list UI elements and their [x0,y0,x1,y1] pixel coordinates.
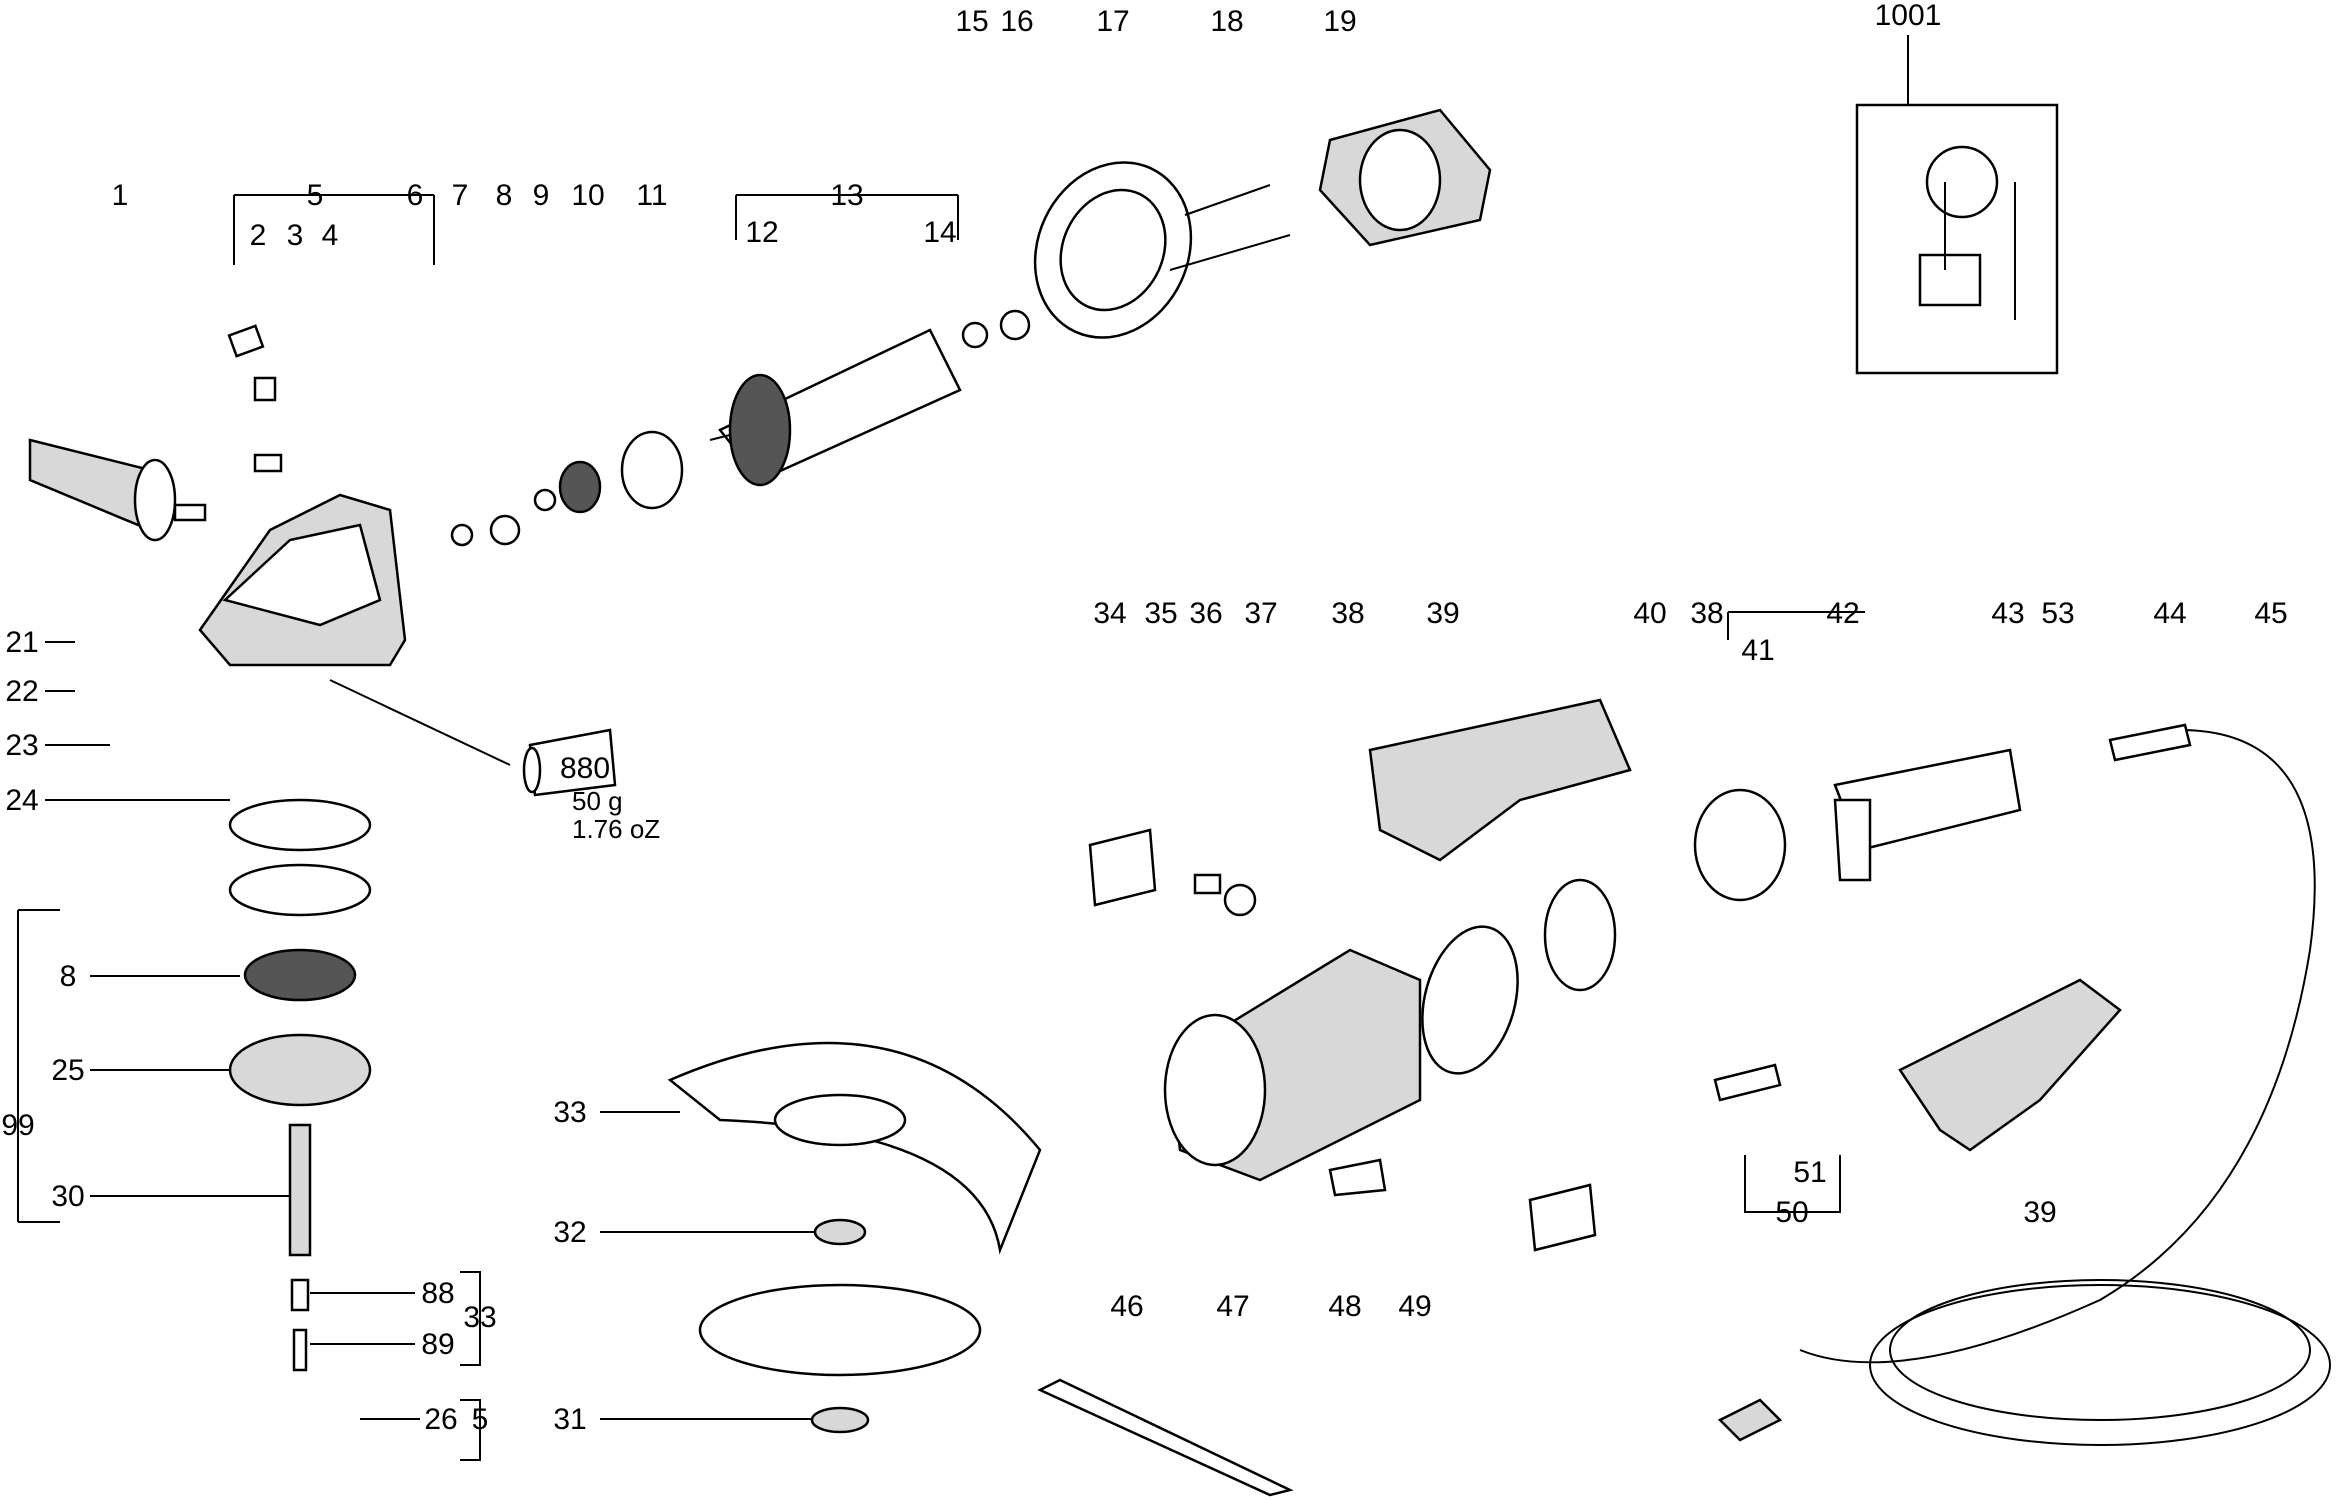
label: 50 [1775,1196,1808,1229]
label: 99 [1,1109,34,1142]
part-armature [709,309,1031,487]
label: 47 [1216,1290,1249,1323]
label: 14 [923,216,956,249]
label: 1 [112,179,129,212]
label: 88 [421,1277,454,1310]
label: 23 [5,729,38,762]
label: 19 [1323,5,1356,38]
part-rear-handle-shell [1368,698,2122,1152]
part-screws-18 [1169,184,1291,271]
part-guard-and-disc [667,1041,1042,1434]
label: 24 [5,784,38,817]
label: 35 [1144,597,1177,630]
part-labels: 1 5 2 3 4 6 7 8 9 10 11 13 12 14 15 16 1… [1,0,2287,1436]
label: 45 [2254,597,2287,630]
label: 15 [955,5,988,38]
label: 18 [1210,5,1243,38]
part-gear-housing [198,324,407,667]
label: 89 [421,1328,454,1361]
label: 38 [1331,597,1364,630]
label: 48 [1328,1290,1361,1323]
part-bearings-row [450,430,684,547]
part-switch [1713,748,2022,1102]
part-gaskets [228,798,372,1372]
label: 43 [1991,597,2024,630]
label: 9 [533,179,550,212]
label: 53 [2041,597,2074,630]
part-field-coil [1318,108,1492,247]
label: 1001 [1875,0,1942,32]
part-side-handle [28,438,207,542]
label: 34 [1093,597,1126,630]
label: 25 [51,1054,84,1087]
grease-code: 880 [560,752,610,785]
label: 33 [553,1096,586,1129]
label: 3 [287,219,304,252]
part-power-cord [1717,723,2331,1446]
grease-weight-g: 50 g [572,786,623,816]
label: 7 [452,179,469,212]
label: 32 [553,1216,586,1249]
label: 39 [1426,597,1459,630]
label: 6 [407,179,424,212]
part-wrench [1037,1378,1294,1497]
label: 49 [1398,1290,1431,1323]
part-brush-parts [1088,828,1597,1252]
label: 16 [1000,5,1033,38]
label: 22 [5,675,38,708]
label: 4 [322,219,339,252]
label: 40 [1633,597,1666,630]
label: 41 [1741,634,1774,667]
grease-weight-oz: 1.76 oZ [572,814,660,844]
label: 31 [553,1403,586,1436]
label: 11 [636,179,667,212]
label: 42 [1826,597,1859,630]
label: 44 [2153,597,2186,630]
label: 30 [51,1180,84,1213]
label: 39 [2023,1196,2056,1229]
part-motor-housing [1163,788,1787,1197]
label: 13 [830,179,863,212]
label: 17 [1096,5,1129,38]
label: 8 [496,179,513,212]
label: 10 [571,179,604,212]
label: 5 [472,1403,489,1436]
label: 51 [1793,1156,1826,1189]
label: 12 [745,216,778,249]
label: 5 [307,179,324,212]
leader-lines [17,35,1909,1461]
label: 21 [5,626,38,659]
label: 36 [1189,597,1222,630]
label: 38 [1690,597,1723,630]
wiring-diagram-box [1855,103,2059,375]
label: 46 [1110,1290,1143,1323]
label: 8 [60,960,77,993]
grease-tube: 880 50 g 1.76 oZ [522,728,660,844]
label: 26 [424,1403,457,1436]
label: 37 [1244,597,1277,630]
part-baffle-ring [1033,161,1193,339]
label: 2 [250,219,267,252]
label: 33 [463,1301,496,1334]
